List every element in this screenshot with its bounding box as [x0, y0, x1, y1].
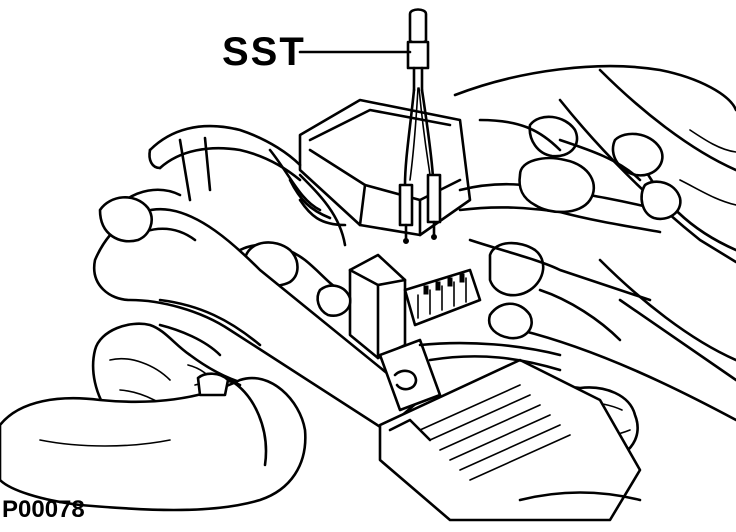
sst-jumper-wire — [398, 8, 442, 244]
air-intake-hose — [0, 372, 307, 512]
cylinder-head-cover — [378, 358, 642, 522]
intake-plenum — [92, 188, 422, 432]
right-hose-bundle — [458, 115, 682, 342]
mounting-bracket — [378, 338, 442, 412]
lower-harness — [418, 302, 562, 372]
figure-id: P00078 — [2, 496, 85, 523]
sst-label: SST — [222, 30, 306, 74]
upper-hoses — [148, 124, 347, 227]
background-engine-parts — [453, 64, 736, 422]
